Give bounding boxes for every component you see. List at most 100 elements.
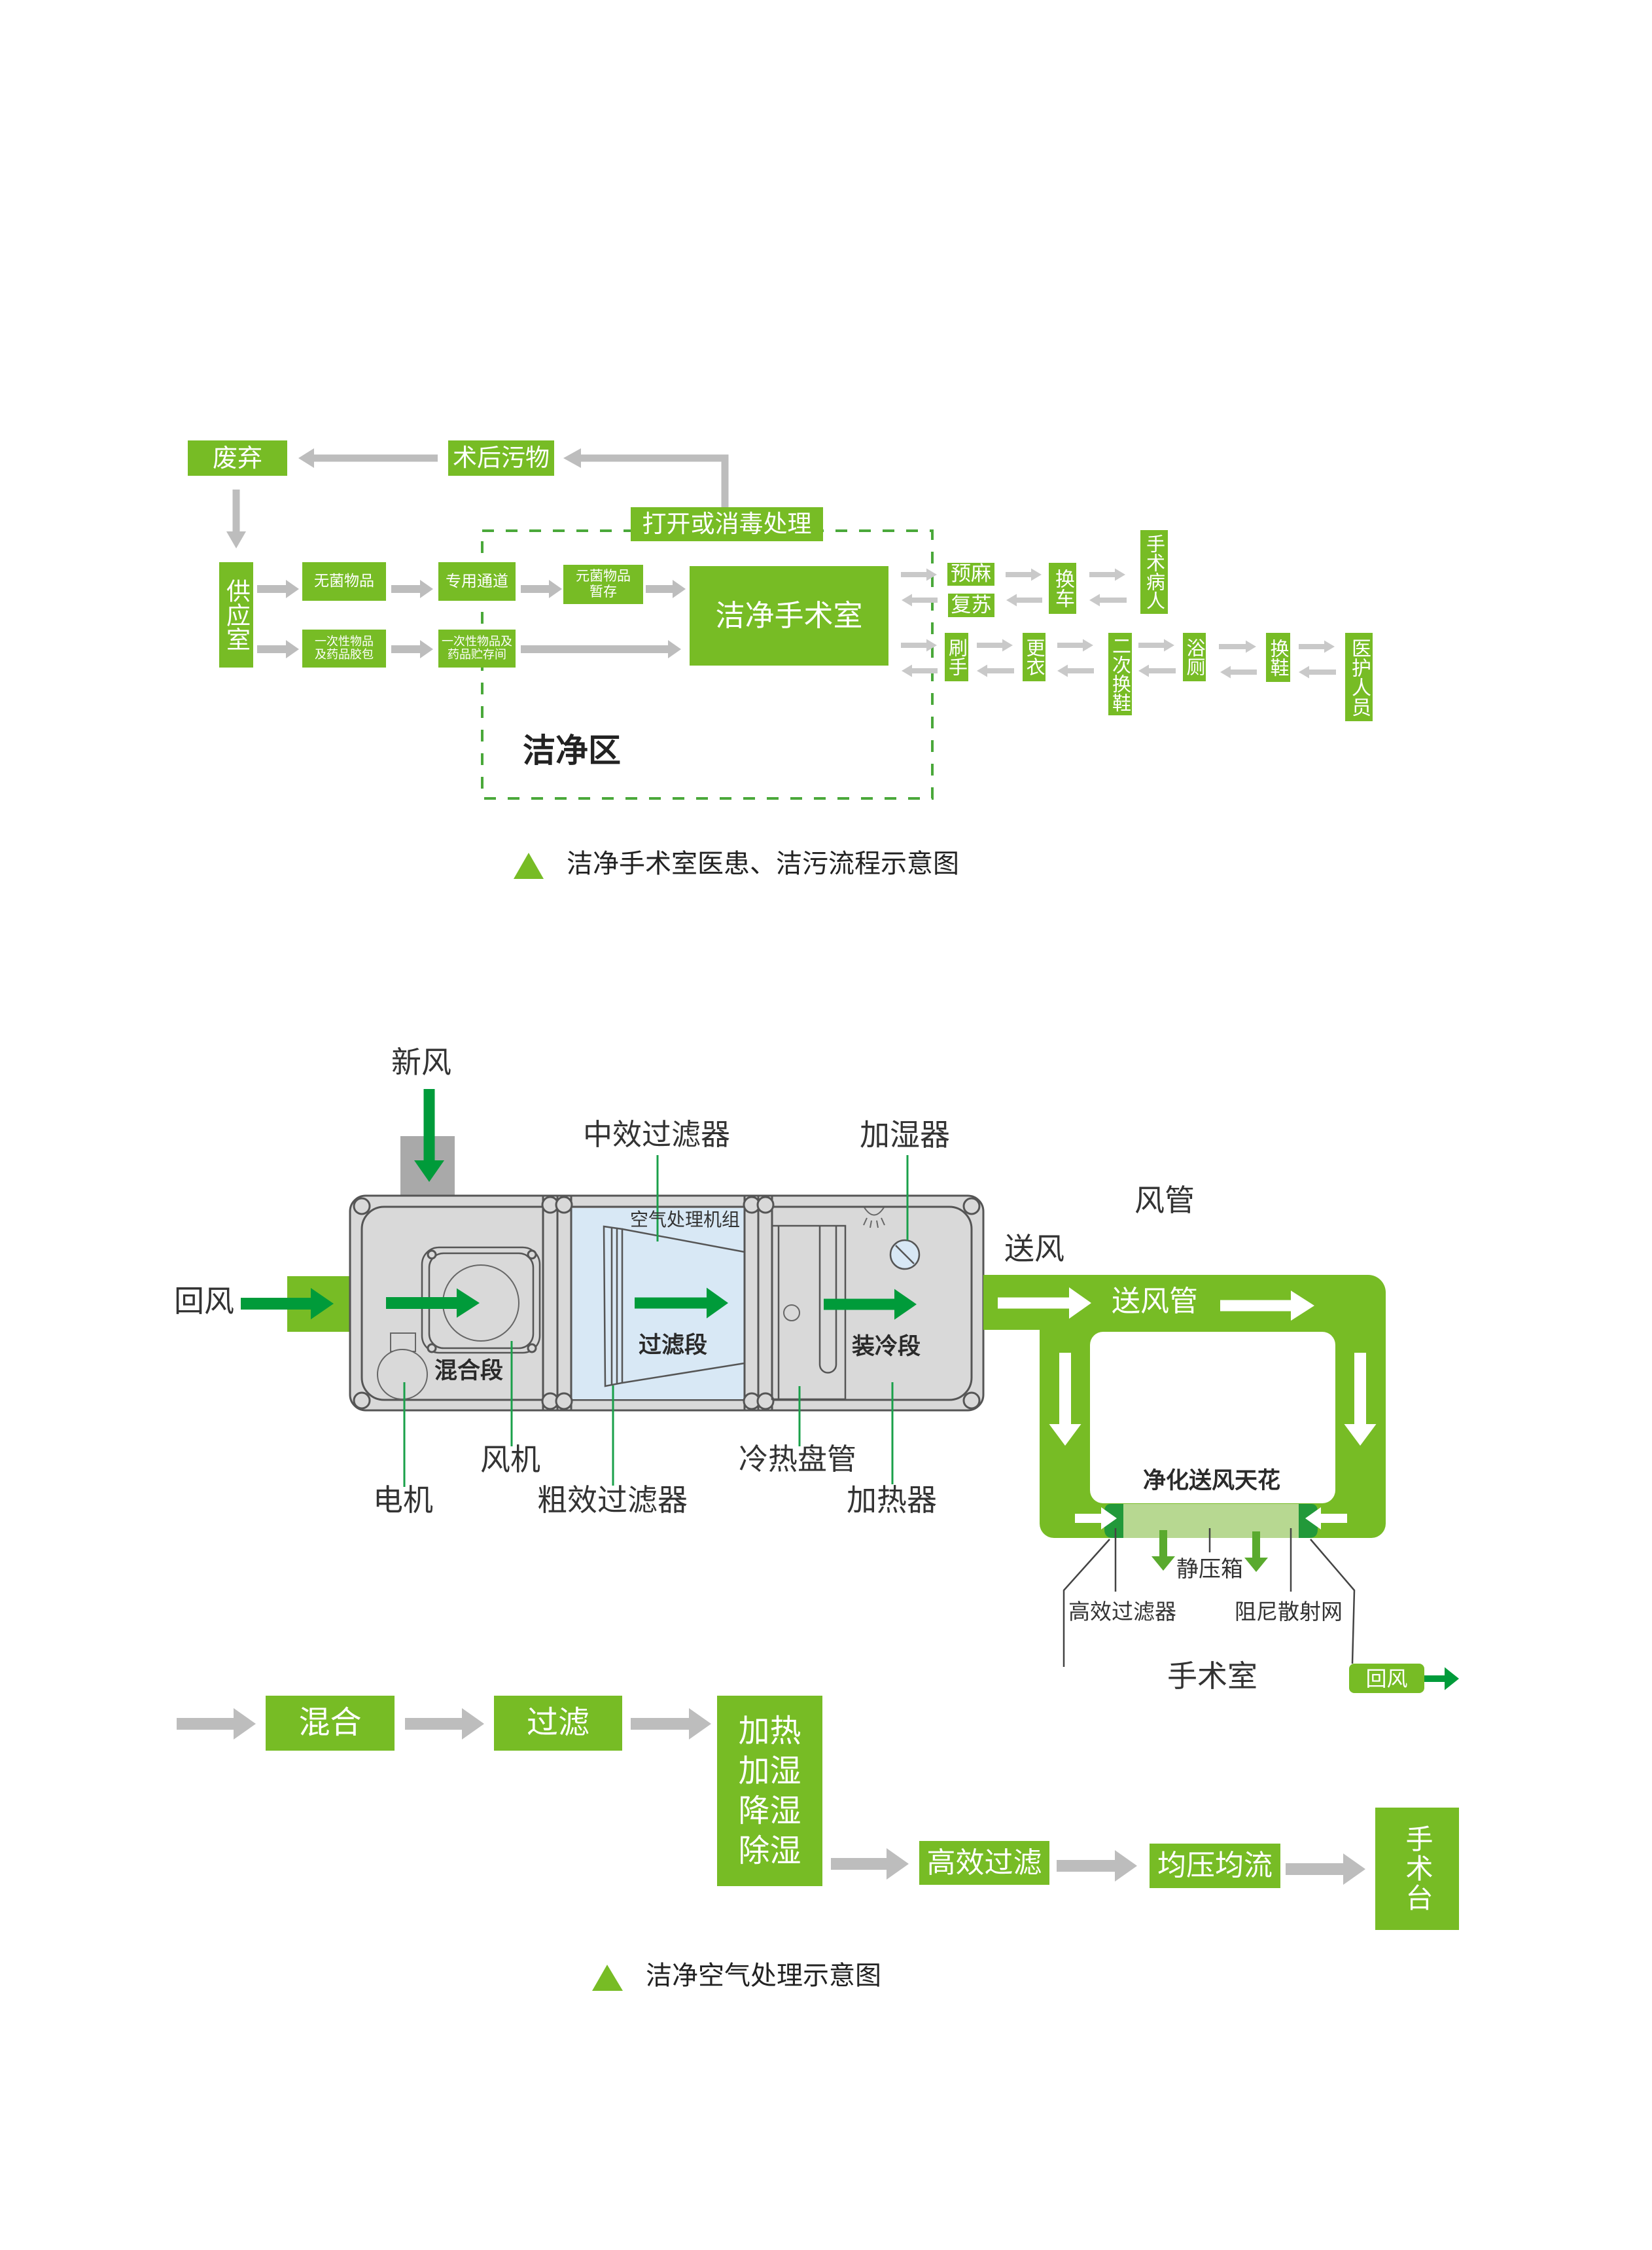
operating-room-wall-right [1310,1539,1356,1664]
flow-arrow-right [1006,568,1042,581]
process-step-mix: 混合 [266,1696,395,1751]
label-duct: 风管 [1134,1183,1195,1218]
flow-arrow-supply-to-disposable [257,640,299,658]
node-label: 术后污物 [453,444,550,473]
arrow-layer [177,448,1459,1885]
process-step-line: 加湿 [738,1752,801,1789]
flow-arrow-left [1057,664,1094,677]
plenum-arrow-down [1151,1530,1175,1571]
airflow-arrow-cooling [824,1289,917,1320]
flow-arrow-right [901,568,937,581]
label-fan: 风机 [480,1442,540,1477]
airflow-arrow-return-air-out [1424,1667,1459,1690]
label-motor: 电机 [373,1482,433,1518]
duct-arrow-supply [998,1287,1091,1319]
node-disposable-pack: 一次性物品及药品胶包 [302,630,386,668]
section-divider [542,1194,559,1412]
label-return-air: 回风 [174,1283,234,1319]
duct-arrow-down-right [1344,1353,1377,1446]
duct-arrow-into-hepa-left [1075,1507,1117,1529]
flow-diagram-caption: 洁净手术室医患、洁污流程示意图 [567,849,959,879]
label-ahu: 空气处理机组 [630,1209,741,1230]
process-step-conditioning: 加热 加湿 降湿 除湿 [717,1696,822,1886]
label-humidifier: 加湿器 [860,1117,950,1152]
node-open-or-disinfect: 打开或消毒处理 [631,507,823,541]
label-return-air-out: 回风 [1365,1666,1408,1691]
node-label: 废弃 [212,443,262,473]
node-label: 供应室 [222,579,251,651]
flow-arrow-right [1138,639,1174,652]
connector-disinfect-to-waste [580,454,729,507]
flow-arrow-left [1006,594,1042,607]
airflow-arrow-fresh-air [414,1089,444,1182]
node-medical-staff: 医护人员 [1345,633,1373,721]
process-step-operating-table: 手术台 [1375,1808,1459,1930]
node-clean-operating-room: 洁净手术室 [690,566,888,666]
node-change-clothes: 更衣 [1023,633,1046,681]
label-coil: 冷热盘管 [739,1442,857,1476]
air-handling-unit [349,1194,985,1412]
node-discard: 废弃 [188,440,287,476]
flow-arrow-disposable-to-storage [391,640,433,658]
flow-arrow-temp-storage-to-or [646,580,686,598]
flow-arrow-supply-to-sterile [257,580,299,598]
node-label: 打开或消毒处理 [642,510,812,539]
section-divider [743,1194,760,1412]
uv-lamp-icon [863,1207,885,1228]
flow-arrow-right [1089,568,1125,581]
label-plenum: 静压箱 [1176,1556,1243,1582]
flow-arrow-left [902,664,938,677]
filter-frame-icon [603,1225,745,1387]
label-damper-mesh: 阻尼散射网 [1235,1599,1343,1624]
motor-icon [377,1332,428,1400]
room-leader-lines [1063,1528,1356,1667]
node-post-op-waste: 术后污物 [448,440,554,476]
ahu-leader-lines [403,1155,909,1487]
node-label: 手术病人 [1143,534,1166,610]
node-dedicated-passage: 专用通道 [438,562,516,601]
airflow-arrow-filter [635,1287,728,1319]
label-operating-room: 手术室 [1167,1658,1257,1694]
label-supply-air: 送风 [1004,1231,1064,1266]
node-recovery: 复苏 [948,594,994,617]
label-cooling-section: 装冷段 [852,1334,921,1360]
process-step-label: 均压均流 [1157,1849,1273,1883]
process-step-equalize: 均压均流 [1150,1844,1280,1888]
node-sterile-items: 无菌物品 [302,562,386,601]
flow-arrow-right [1219,640,1256,653]
flow-arrow-right [1299,640,1335,653]
node-bath-toilet: 浴厕 [1183,633,1206,681]
node-label: 换车 [1051,569,1074,608]
process-step-line: 降湿 [738,1792,801,1829]
operating-room-wall-left [1063,1539,1110,1667]
section-divider [556,1194,572,1412]
node-label: 复苏 [951,593,992,617]
node-pre-anesthesia: 预麻 [947,563,994,586]
node-label: 二次换鞋 [1109,636,1132,712]
process-step-label: 过滤 [526,1704,589,1741]
label-supply-duct: 送风管 [1112,1285,1198,1318]
label-heater: 加热器 [847,1482,937,1518]
node-label: 换鞋 [1267,638,1290,677]
air-diagram-caption: 洁净空气处理示意图 [646,1961,881,1991]
node-shoe-change: 换鞋 [1266,633,1290,682]
process-step-label: 高效过滤 [926,1846,1042,1880]
node-label: 专用通道 [446,572,508,591]
node-label-line: 暂存 [589,584,617,599]
airflow-arrow-return-air-in [241,1288,334,1319]
process-arrow [631,1708,711,1740]
node-label-line: 一次性物品及 [442,634,512,649]
node-change-cart: 换车 [1049,563,1076,614]
node-label-line: 及药品胶包 [315,648,374,662]
flow-arrow-left [977,664,1014,677]
flow-arrow-left [1089,594,1127,607]
flow-arrow-disinfect-to-waste [563,448,584,468]
duct-arrow-supply-right [1220,1291,1314,1321]
section-divider [757,1194,773,1412]
duct-arrow-into-hepa-right [1305,1507,1347,1529]
process-step-filter: 过滤 [494,1696,622,1751]
label-fresh-air: 新风 [391,1045,451,1080]
process-step-label: 手术台 [1401,1825,1433,1913]
node-surgical-patient: 手术病人 [1140,530,1168,614]
